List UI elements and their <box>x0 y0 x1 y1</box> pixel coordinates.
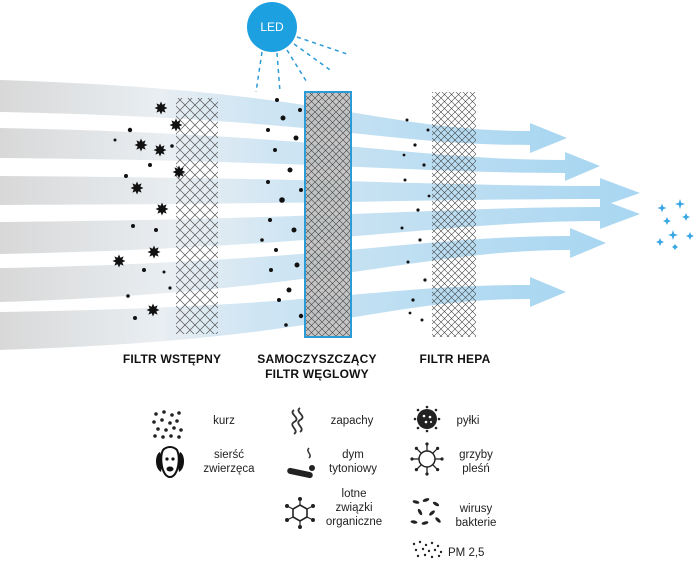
dust-particle <box>426 128 430 132</box>
pm25-icon <box>412 540 443 559</box>
pylki-icon <box>413 405 441 433</box>
legend-wirusy: wirusy bakterie <box>455 503 497 529</box>
dust-particle <box>420 318 424 322</box>
grzyby-icon <box>410 442 444 476</box>
pollen-particle <box>169 118 183 132</box>
carbon-filter-label-line2: FILTR WĘGLOWY <box>265 367 369 381</box>
dust-particle <box>411 298 415 302</box>
pollen-particle <box>147 245 161 259</box>
dust-particle <box>269 268 273 272</box>
sparkle <box>672 244 678 250</box>
sparkle <box>656 238 664 246</box>
pollen-particle <box>153 143 167 157</box>
legend-pm: PM 2,5 <box>448 547 485 559</box>
dust-particle <box>406 260 410 264</box>
pollen-particle <box>134 138 148 152</box>
dust-particle <box>427 194 431 198</box>
carbon-filter-label: SAMOCZYSZCZĄCY FILTR WĘGLOWY <box>242 352 392 382</box>
legend-grzyby: grzyby pleśń <box>459 449 493 475</box>
dust-particle <box>402 153 406 157</box>
dust-particle <box>124 174 128 178</box>
hepa-filter <box>432 92 476 337</box>
dust-particle <box>275 98 279 102</box>
dust-particle <box>298 313 304 319</box>
virus-bacteria-icon <box>410 498 441 525</box>
legend-pylki: pyłki <box>456 415 480 427</box>
legend-lotne: lotne związki organiczne <box>325 488 383 528</box>
dust-particle <box>127 127 133 133</box>
pollen-particle <box>172 165 186 179</box>
kurz-icon <box>152 410 183 439</box>
dust-particle <box>293 135 299 141</box>
dust-particle <box>142 268 146 272</box>
dust-particle <box>280 115 286 121</box>
dust-particle <box>268 218 272 222</box>
cigarette-icon <box>287 447 315 479</box>
dust-particle <box>273 148 277 152</box>
dust-particle <box>266 128 270 132</box>
dust-particle <box>299 188 303 192</box>
particles <box>112 98 431 327</box>
air-stream <box>0 277 566 350</box>
legend-dym: dym tytoniowy <box>329 449 377 475</box>
led-label: LED <box>260 20 284 34</box>
legend-zapachy: zapachy <box>330 415 374 427</box>
dust-particle <box>266 180 270 184</box>
pre-filter <box>176 98 218 334</box>
dust-particle <box>416 208 420 212</box>
dust-particle <box>154 228 158 232</box>
dust-particle <box>113 138 117 142</box>
dust-particle <box>170 144 174 148</box>
legend-kurz: kurz <box>213 415 235 427</box>
clean-air-sparkles <box>656 199 694 250</box>
dust-particle <box>291 227 297 233</box>
led-light: LED <box>247 2 351 93</box>
dust-particle <box>287 167 293 173</box>
pre-filter-label: FILTR WSTĘPNY <box>122 352 222 366</box>
dust-particle <box>162 270 166 274</box>
pollen-particle <box>130 181 144 195</box>
pollen-particle <box>154 101 168 115</box>
dust-particle <box>274 248 278 252</box>
dust-particle <box>298 108 302 112</box>
dust-particle <box>260 238 264 242</box>
dust-particle <box>403 178 407 182</box>
dust-particle <box>405 118 409 122</box>
sparkle <box>657 203 667 213</box>
pollen-particle <box>146 303 160 317</box>
dust-particle <box>418 238 422 242</box>
sparkle <box>686 232 694 240</box>
molecule-icon <box>285 497 315 529</box>
sparkle <box>663 217 671 225</box>
dust-particle <box>133 316 137 320</box>
dust-particle <box>422 163 426 167</box>
dust-particle <box>286 287 292 293</box>
hepa-filter-label: FILTR HEPA <box>419 352 491 366</box>
zapachy-icon <box>291 407 304 435</box>
dust-particle <box>408 311 412 315</box>
dust-particle <box>279 197 285 203</box>
dust-particle <box>423 278 427 282</box>
dust-particle <box>168 286 172 290</box>
dust-particle <box>400 226 404 230</box>
dust-particle <box>126 294 130 298</box>
legend-siersc: sierść zwierzęca <box>203 449 255 475</box>
dog-icon <box>156 446 184 478</box>
carbon-filter-label-line1: SAMOCZYSZCZĄCY <box>257 352 377 366</box>
sparkle <box>675 199 685 209</box>
dust-particle <box>294 262 300 268</box>
dust-particle <box>131 224 135 228</box>
sparkle <box>682 213 690 221</box>
dust-particle <box>277 298 281 302</box>
dust-particle <box>284 323 288 327</box>
dust-particle <box>413 143 417 147</box>
sparkle <box>668 230 678 240</box>
pollen-particle <box>112 254 126 268</box>
dust-particle <box>148 163 152 167</box>
pollen-particle <box>155 202 169 216</box>
